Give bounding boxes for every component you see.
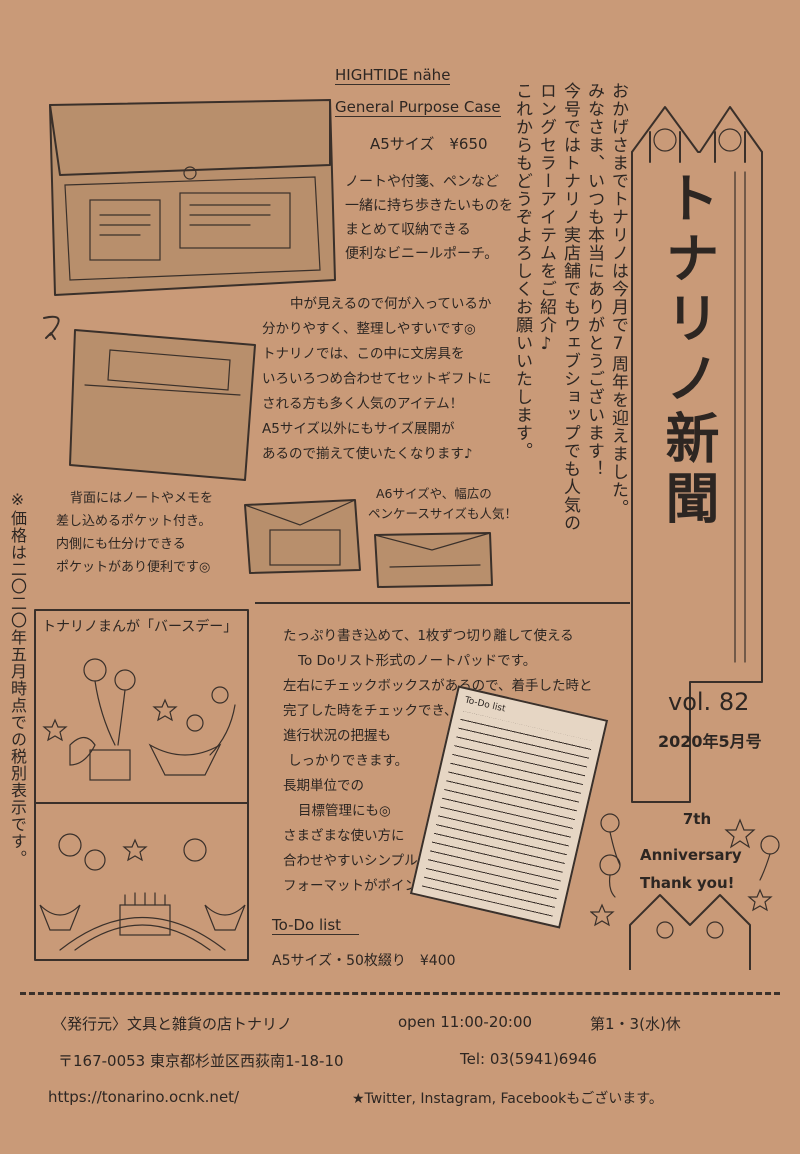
case-small-illustration xyxy=(244,499,361,574)
anniversary-label: Anniversary xyxy=(640,846,742,864)
case-front-illustration xyxy=(49,99,336,296)
product1-variant-line: ペンケースサイズも人気！ xyxy=(368,506,518,521)
product2-desc-line: To Doリスト形式のノートパッドです。 xyxy=(298,653,537,669)
product2-desc-line: 合わせやすいシンプルな xyxy=(283,853,432,869)
product1-desc-line: まとめて収納できる xyxy=(345,222,471,238)
section-divider xyxy=(255,602,630,604)
masthead-date: 2020年5月号 xyxy=(658,732,762,751)
anniversary-thanks: Thank you! xyxy=(640,874,735,892)
product2-desc-line: 目標管理にも◎ xyxy=(298,803,391,819)
footer-website-link[interactable]: https://tonarino.ocnk.net/ xyxy=(48,1088,240,1106)
footer-tel: Tel: 03(5941)6946 xyxy=(460,1050,597,1068)
product2-desc-line: 長期単位での xyxy=(283,778,364,794)
product1-variant-line: A6サイズや、幅広の xyxy=(376,486,492,501)
product1-back-line: 背面にはノートやメモを xyxy=(70,491,214,506)
greeting-line: おかげさまでトナリノは今月で7周年を迎えました。 xyxy=(608,82,628,517)
footer-hours: open 11:00-20:00 xyxy=(398,1013,533,1031)
manga-title: トナリノまんが「バースデー」 xyxy=(42,619,238,635)
product1-variants: A6サイズや、幅広の ペンケースサイズも人気！ xyxy=(368,484,517,524)
product2-desc-line: フォーマットがポイント！ xyxy=(283,878,445,894)
manga-panels xyxy=(34,609,249,961)
anniversary-7th: 7th xyxy=(682,810,712,828)
product1-desc-line: ノートや付箋、ペンなど xyxy=(345,174,499,190)
product1-detail-line: 分かりやすく、整理しやすいです◎ xyxy=(262,321,476,337)
footer-publisher: 〈発行元〉文具と雑貨の店トナリノ xyxy=(52,1015,293,1033)
greeting-line: 今号ではトナリノ実店舗でもウェブショップでも人気の xyxy=(560,82,580,532)
product1-desc-line: 便利なビニールポーチ。 xyxy=(345,246,499,262)
product2-desc-line: しっかりできます。 xyxy=(288,753,409,769)
pencase-illustration xyxy=(374,532,493,588)
case-back-illustration xyxy=(43,315,256,481)
product1-name: General Purpose Case xyxy=(335,98,501,117)
product1-back-line: 差し込めるポケット付き。 xyxy=(56,514,212,529)
product2-desc-line: 完了した時をチェックでき、 xyxy=(283,703,458,719)
footer-sns: ★Twitter, Instagram, Facebookもございます。 xyxy=(352,1091,663,1107)
product2-desc-line: 進行状況の把握も xyxy=(283,728,391,744)
greeting-message: おかげさまでトナリノは今月で7周年を迎えました。 みなさま、いつも本当にありがと… xyxy=(510,82,630,592)
product2-desc-line: 左右にチェックボックスがあるので、着手した時と xyxy=(283,678,593,694)
product1-brand: HIGHTIDE nähe xyxy=(335,66,451,85)
product1-detail-line: A5サイズ以外にもサイズ展開が xyxy=(262,421,455,437)
product2-size-price: A5サイズ・50枚綴り ¥400 xyxy=(272,953,456,969)
greeting-line: ロングセラーアイテムをご紹介♪ xyxy=(536,82,556,355)
product2-name: To-Do list xyxy=(272,916,360,935)
product1-back-line: ポケットがあり便利です◎ xyxy=(56,560,211,575)
tax-note: ※価格は二〇二〇年五月時点での税別表示です。 xyxy=(8,490,27,867)
footer-closed: 第1・3(水)休 xyxy=(590,1015,681,1033)
masthead-frame xyxy=(631,106,763,803)
product2-description: たっぷり書き込めて、1枚ずつ切り離して使える To Doリスト形式のノートパッド… xyxy=(283,624,593,899)
todo-pad-label: To-Do list xyxy=(463,695,507,715)
product1-detail-line: トナリノでは、この中に文房具を xyxy=(262,346,465,362)
product2-desc-line: たっぷり書き込めて、1枚ずつ切り離して使える xyxy=(283,628,574,644)
product1-back-note: 背面にはノートやメモを 差し込めるポケット付き。 内側にも仕分けできる ポケット… xyxy=(56,487,213,579)
masthead-vol: vol. 82 xyxy=(668,688,750,716)
product2-desc-line: さまざまな使い方に xyxy=(283,828,405,844)
footer-address: 〒167-0053 東京都杉並区西荻南1-18-10 xyxy=(58,1052,344,1070)
footer-divider xyxy=(20,992,780,995)
product1-detail-line: される方も多く人気のアイテム！ xyxy=(262,396,464,412)
todo-pad-lines xyxy=(421,711,593,917)
greeting-line: みなさま、いつも本当にありがとうございます！ xyxy=(584,82,604,478)
product1-detail-line: あるので揃えて使いたくなります♪ xyxy=(262,446,473,462)
product1-detail-line: いろいろつめ合わせてセットギフトに xyxy=(262,371,492,387)
anniversary-decoration xyxy=(590,813,780,970)
masthead-title: トナリノ新聞 xyxy=(656,170,719,530)
product1-back-line: 内側にも仕分けできる xyxy=(56,537,186,552)
product1-desc-line: 一緒に持ち歩きたいものを xyxy=(345,198,513,214)
product1-details: 中が見えるので何が入っているか 分かりやすく、整理しやすいです◎ トナリノでは、… xyxy=(262,292,492,467)
product1-detail-line: 中が見えるので何が入っているか xyxy=(290,296,492,312)
greeting-line: これからもどうぞよろしくお願いいたします。 xyxy=(512,82,532,460)
product1-description: ノートや付箋、ペンなど 一緒に持ち歩きたいものを まとめて収納できる 便利なビニ… xyxy=(345,170,513,266)
product1-size-price: A5サイズ ¥650 xyxy=(370,135,488,153)
